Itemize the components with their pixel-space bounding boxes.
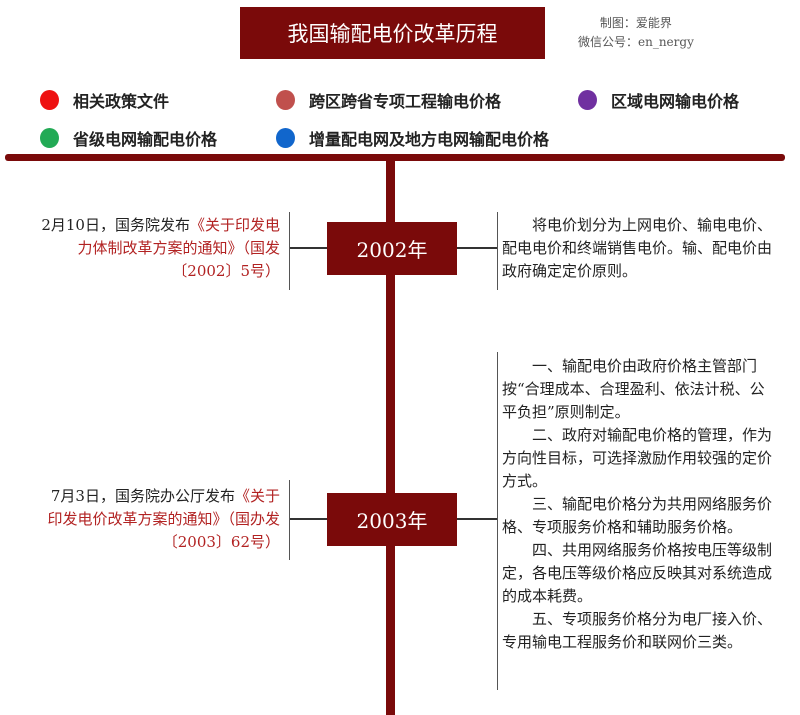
event-2002-content: 将电价划分为上网电价、输电电价、配电电价和终端销售电价。输、配电价由政府确定定价… bbox=[502, 216, 773, 280]
legend-label: 区域电网输电价格 bbox=[611, 92, 740, 111]
event-2003-document: 7月3日，国务院办公厅发布《关于印发电价改革方案的通知》（国办发〔2003〕62… bbox=[40, 485, 280, 554]
page-title: 我国输配电价改革历程 bbox=[240, 7, 545, 59]
content-item: 四、共用网络服务价格按电压等级制定，各电压等级价格应反映其对系统造成的成本耗费。 bbox=[502, 541, 773, 605]
year-2003-marker: 2003年 bbox=[327, 493, 457, 546]
legend-item: 区域电网输电价格 bbox=[578, 88, 739, 112]
divider bbox=[497, 352, 498, 690]
content-item: 一、输配电价由政府价格主管部门按“合理成本、合理盈利、依法计税、公平负担”原则制… bbox=[502, 357, 765, 421]
divider bbox=[289, 212, 290, 290]
credit-author: 制图：爱能界 bbox=[599, 16, 672, 30]
connector bbox=[290, 518, 327, 520]
connector bbox=[290, 247, 327, 249]
content-item: 二、政府对输配电价格的管理，作为方向性目标，可选择激励作用较强的定价方式。 bbox=[502, 426, 773, 490]
divider bbox=[497, 212, 498, 290]
timeline-axis bbox=[386, 155, 395, 715]
divider bbox=[289, 480, 290, 560]
legend-label: 省级电网输配电价格 bbox=[73, 130, 218, 149]
connector bbox=[457, 247, 497, 249]
legend-item: 增量配电网及地方电网输配电价格 bbox=[276, 126, 549, 150]
content-item: 三、输配电价格分为共用网络服务价格、专项服务价格和辅助服务价格。 bbox=[502, 495, 773, 536]
document-title: 《关于印发电力体制改革方案的通知》（国发〔2002〕5号） bbox=[77, 216, 280, 280]
legend-item: 跨区跨省专项工程输电价格 bbox=[276, 88, 501, 112]
legend-dot-icon bbox=[276, 128, 295, 148]
legend-label: 跨区跨省专项工程输电价格 bbox=[309, 92, 502, 111]
legend-dot-icon bbox=[40, 90, 59, 110]
legend-dot-icon bbox=[276, 90, 295, 110]
connector bbox=[457, 518, 497, 520]
legend-item: 相关政策文件 bbox=[40, 88, 169, 112]
legend-dot-icon bbox=[578, 90, 597, 110]
content-item: 五、专项服务价格分为电厂接入价、专用输电工程服务价和联网价三类。 bbox=[502, 610, 773, 651]
legend-dot-icon bbox=[40, 128, 59, 148]
event-source: 2月10日，国务院发布 bbox=[41, 216, 190, 234]
timeline-top-bar bbox=[5, 154, 785, 161]
year-2002-marker: 2002年 bbox=[327, 222, 457, 275]
event-source: 7月3日，国务院办公厅发布 bbox=[50, 487, 235, 505]
credit: 制图：爱能界 微信公号：en_nergy bbox=[578, 14, 694, 52]
document-title: 《关于印发电价改革方案的通知》（国办发〔2003〕62号） bbox=[47, 487, 280, 551]
legend-label: 相关政策文件 bbox=[73, 92, 170, 111]
legend-label: 增量配电网及地方电网输配电价格 bbox=[309, 130, 550, 149]
event-2003-content: 一、输配电价由政府价格主管部门按“合理成本、合理盈利、依法计税、公平负担”原则制… bbox=[502, 355, 774, 654]
legend-item: 省级电网输配电价格 bbox=[40, 126, 217, 150]
event-2002-document: 2月10日，国务院发布《关于印发电力体制改革方案的通知》（国发〔2002〕5号） bbox=[40, 214, 280, 283]
credit-wechat: 微信公号：en_nergy bbox=[578, 35, 694, 49]
